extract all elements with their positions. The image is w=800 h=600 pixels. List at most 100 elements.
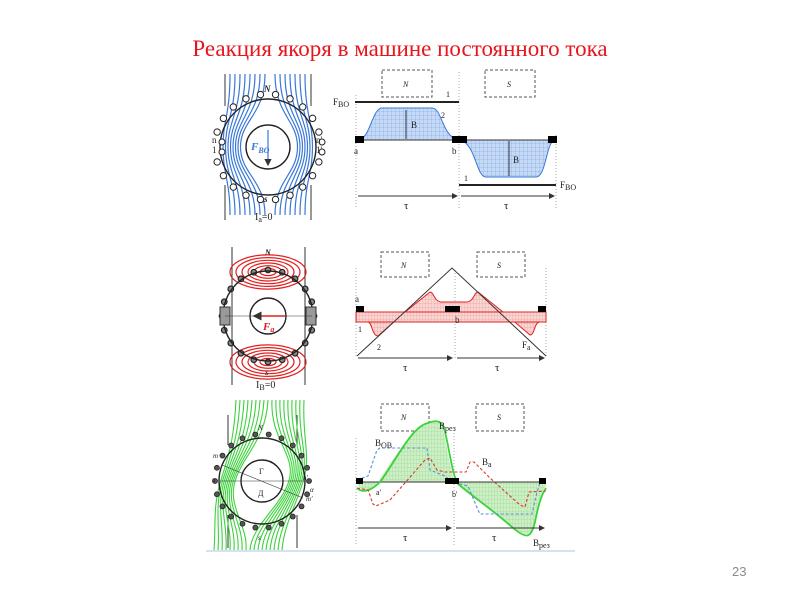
conductor: [315, 128, 323, 136]
armature-motor: Fa N s IB=0: [218, 247, 318, 392]
field-line: [229, 73, 246, 216]
pole-s-text: S: [497, 413, 501, 422]
label-alpha: α: [310, 486, 314, 494]
pole-n-label: N: [257, 424, 263, 432]
label-n-prime: n': [316, 135, 323, 145]
brush-b: [445, 478, 459, 484]
conductor: [213, 128, 221, 136]
b-label-top: B: [411, 120, 417, 130]
tau-label-2: τ: [504, 200, 509, 212]
conductor: [304, 491, 310, 498]
conductor: [239, 435, 246, 442]
conductor: [299, 103, 307, 111]
label-d: Д: [258, 489, 264, 498]
brush-end: [538, 306, 546, 312]
conductor: [256, 195, 265, 204]
label-m: m: [213, 452, 218, 460]
curve-1-label-lower: 1: [464, 174, 468, 183]
curve-1-label: 1: [358, 325, 362, 334]
label-m-prime: m': [306, 495, 313, 503]
conductor: [298, 452, 305, 459]
label-n: n: [212, 476, 216, 484]
pole-n-text: N: [400, 261, 407, 270]
tau-label-2: τ: [492, 532, 497, 544]
label-1-prime: 1': [316, 145, 323, 155]
conductor: [219, 114, 228, 123]
pole-n-box: [381, 69, 433, 98]
field-loop: [229, 254, 307, 290]
brush-b: [452, 136, 467, 143]
b-a-label: Ba: [482, 457, 492, 469]
field-line: [279, 73, 301, 216]
b-res-label-top: Bрез: [439, 421, 456, 433]
slide-title: Реакция якоря в машине постоянного тока: [192, 36, 608, 61]
pole-coils: [224, 74, 312, 220]
field-line: [274, 73, 299, 216]
label-1: 1: [212, 145, 217, 155]
point-b: b: [452, 146, 457, 156]
pole-s-box: [484, 69, 536, 98]
conductor: [219, 171, 228, 180]
pole-s-text: S: [507, 80, 511, 89]
conductor: [264, 266, 272, 274]
armature-conductors: [213, 90, 326, 204]
field-line: [294, 73, 309, 216]
brush-b: [445, 306, 460, 312]
pole-s-box: [476, 251, 526, 278]
conductor: [306, 478, 312, 484]
conductor: [289, 442, 296, 449]
conductor: [239, 520, 246, 527]
field-line: [289, 73, 306, 216]
pole-n-text: N: [400, 413, 407, 422]
conductor: [318, 138, 326, 146]
conductor: [289, 513, 296, 520]
conductor: [252, 524, 259, 531]
field-loop: [247, 262, 289, 282]
conductor: [278, 435, 285, 442]
b-res-curve: [356, 420, 547, 537]
point-b-prime: b': [452, 490, 458, 499]
conductor: [271, 90, 280, 99]
pole-n-text: N: [402, 80, 409, 89]
force-label: Fa: [262, 321, 274, 334]
b-res-label-bottom: Bрез: [533, 538, 550, 550]
excitation-graph: N S FBO FBO 1 2 1 B B a b τ τ: [333, 69, 576, 212]
conductor: [308, 114, 317, 123]
brush-end: [548, 136, 557, 143]
conductor: [304, 464, 310, 471]
brush-a: [356, 478, 363, 484]
tau-label-1: τ: [403, 532, 408, 544]
fa-triangle: [356, 267, 547, 357]
armature-outer: [219, 98, 317, 196]
conductor: [308, 171, 317, 180]
curve-1-label: 1: [446, 90, 450, 99]
armature-band: [355, 311, 547, 323]
field-loop: [241, 349, 295, 375]
conductor: [214, 491, 220, 498]
conductor: [298, 503, 305, 510]
conductor: [214, 464, 220, 471]
excitation-motor: FBO N s n 1 n' 1' Ia=0: [212, 73, 326, 224]
current-label: IB=0: [256, 380, 275, 392]
conductor: [218, 148, 226, 156]
conductor: [218, 138, 226, 146]
page-number: 23: [732, 564, 747, 579]
brush-end: [539, 478, 546, 484]
conductor: [219, 503, 226, 510]
pole-s-label: s: [258, 534, 261, 542]
b-ov-label: BОВ: [375, 438, 392, 450]
field-loop: [241, 259, 295, 285]
conductor: [229, 183, 237, 191]
armature-conductors: [212, 431, 312, 531]
label-n: n: [212, 135, 217, 145]
fbo-label-bottom: FBO: [560, 180, 576, 192]
point-a-prime: a': [376, 488, 382, 497]
resultant-motor: Г Д N s m n n' m' α: [212, 399, 314, 551]
field-loop: [247, 352, 289, 372]
field-line: [239, 73, 266, 216]
conductor: [315, 158, 323, 166]
point-a: a: [355, 294, 359, 304]
conductor: [229, 103, 237, 111]
conductor: [265, 524, 272, 531]
